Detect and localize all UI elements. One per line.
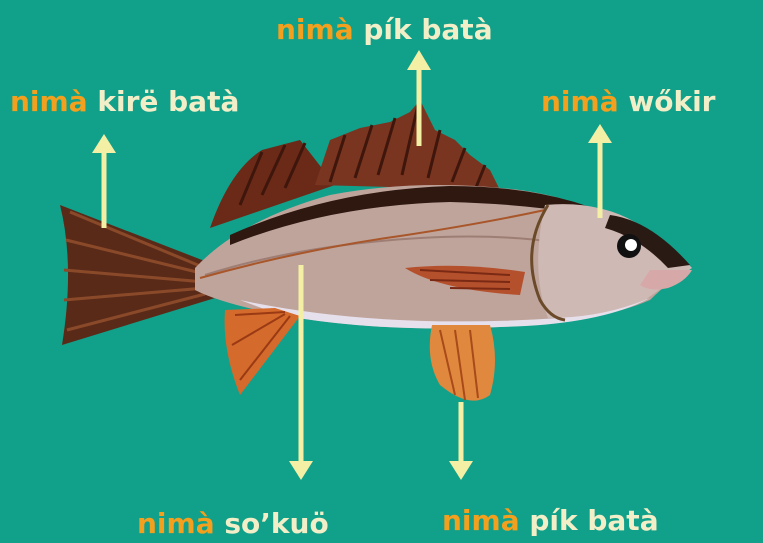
arrow-tail — [92, 134, 116, 228]
label-bottom-text: pík batà — [529, 504, 658, 537]
label-top-dorsal: nimà pík batà — [276, 16, 493, 44]
pelvic-fin — [430, 325, 495, 401]
label-tail-text: kirë batà — [97, 85, 239, 118]
arrow-bottom-fin — [449, 402, 473, 480]
label-tail-fin: nimà kirë batà — [10, 88, 239, 116]
label-head: nimà wőkir — [541, 88, 716, 116]
label-lateral-prefix: nimà — [137, 507, 215, 540]
label-bottom-fin: nimà pík batà — [442, 507, 659, 535]
label-top-prefix: nimà — [276, 13, 354, 46]
label-lateral-text: so’kuö — [224, 507, 328, 540]
label-tail-prefix: nimà — [10, 85, 88, 118]
arrow-head — [588, 124, 612, 218]
label-head-text: wőkir — [628, 85, 715, 118]
label-bottom-prefix: nimà — [442, 504, 520, 537]
label-head-prefix: nimà — [541, 85, 619, 118]
label-top-text: pík batà — [363, 13, 492, 46]
label-lateral-line: nimà so’kuö — [137, 510, 329, 538]
